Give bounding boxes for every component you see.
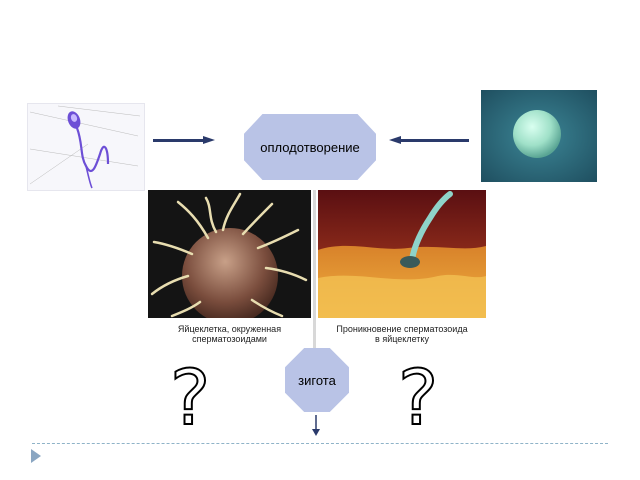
zygote-octagon: зигота: [285, 348, 349, 412]
caption-left-line-1: Яйцеклетка, окруженная: [177, 324, 282, 334]
sperm-drawing: [29, 105, 141, 189]
egg-cell-drawing: [481, 90, 597, 182]
sperm-structure-diagram: [27, 103, 145, 191]
arrow-sperm-to-fertilization: [153, 139, 209, 142]
egg-cell-photo: [481, 90, 597, 182]
bottom-divider: [32, 443, 608, 444]
sperm-penetration-photo: [318, 190, 486, 318]
question-mark-right: ?: [397, 353, 439, 442]
caption-left-line-2: сперматозоидами: [192, 334, 267, 344]
fertilization-octagon: оплодотворение: [244, 114, 376, 180]
arrow-down-icon: [312, 415, 320, 436]
egg-surrounded-by-sperm-photo: [148, 190, 311, 324]
arrow-egg-to-fertilization: [399, 139, 469, 142]
arrowhead-right-icon: [203, 136, 215, 144]
zygote-label: зигота: [298, 372, 336, 388]
photo-divider: [313, 190, 316, 348]
arrowhead-left-icon: [389, 136, 401, 144]
caption-right: Проникновение сперматозоида в яйцеклетку: [318, 324, 486, 344]
caption-right-line-1: Проникновение сперматозоида: [336, 324, 468, 334]
penetration-drawing: [318, 190, 486, 318]
bullet-triangle-icon: [31, 449, 41, 463]
fertilization-label: оплодотворение: [260, 139, 360, 155]
question-mark-left: ?: [169, 353, 211, 442]
caption-right-line-2: в яйцеклетку: [375, 334, 429, 344]
egg-with-sperm-drawing: [148, 190, 311, 324]
caption-left: Яйцеклетка, окруженная сперматозоидами: [148, 324, 311, 344]
